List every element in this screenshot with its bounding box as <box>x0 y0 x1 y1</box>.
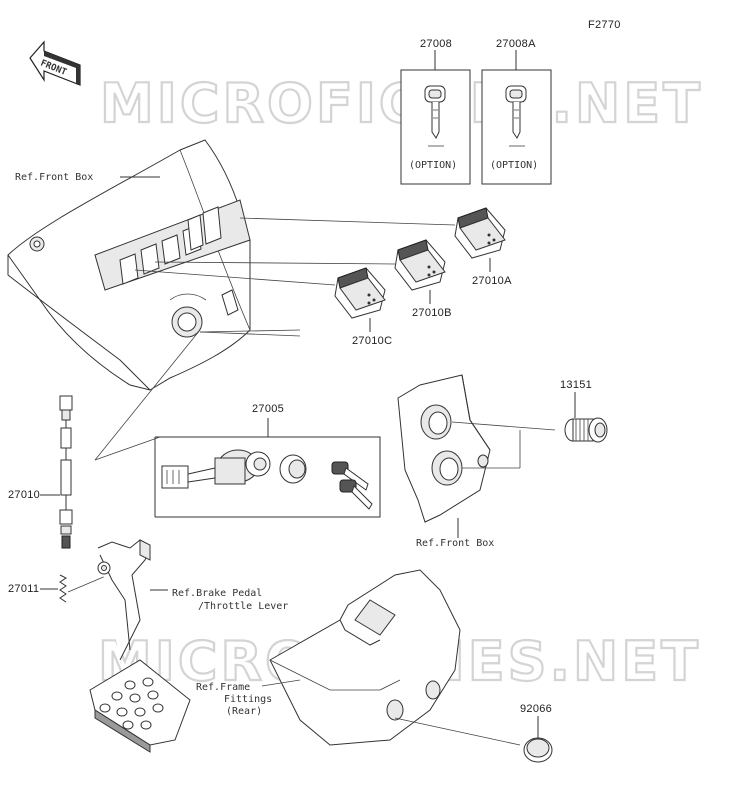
key-icon <box>331 461 373 510</box>
part-label-27008A: 27008A <box>496 38 536 50</box>
part-label-27010A: 27010A <box>472 275 512 287</box>
ref-frame-3: (Rear) <box>226 706 262 717</box>
switch-slots <box>119 206 222 285</box>
diagram-code: F2770 <box>588 19 621 31</box>
key-icon <box>505 85 527 139</box>
key-icon <box>424 85 446 139</box>
ignition-switch-kit-27005: 27005 <box>94 329 381 518</box>
part-label-27008: 27008 <box>420 38 452 50</box>
key-27008A-group: 27008A (OPTION) <box>481 38 552 185</box>
part-label-27010: 27010 <box>8 489 40 501</box>
front-box-right <box>397 374 556 523</box>
pedal-holes <box>99 677 164 730</box>
connector <box>161 465 189 489</box>
part-label-92066: 92066 <box>520 703 552 715</box>
key-27008-group: 27008 (OPTION) <box>400 38 471 185</box>
ref-front-box-top: Ref.Front Box <box>15 172 93 183</box>
part-label-27010C: 27010C <box>352 335 392 347</box>
spring-27011: 27011 <box>8 569 121 603</box>
front-arrow-icon: FRONT <box>29 40 81 86</box>
rocker-switch-27010B: 27010B <box>394 239 452 319</box>
part-label-13151: 13151 <box>560 379 592 391</box>
option-label-2: (OPTION) <box>490 160 538 171</box>
ref-frame-2: Fittings <box>224 694 272 705</box>
front-box-dashboard <box>7 139 251 391</box>
rear-frame-fittings <box>269 569 521 746</box>
power-socket-13151: 13151 <box>560 379 608 443</box>
ref-front-box-right: Ref.Front Box <box>416 538 494 549</box>
part-label-27011: 27011 <box>8 583 39 595</box>
part-label-27010B: 27010B <box>412 307 452 319</box>
harness-27010: 27010 <box>8 395 73 549</box>
watermark-top: MICROFICHES.NET <box>100 72 703 135</box>
plug-cap-92066: 92066 <box>520 703 553 763</box>
ref-brake-2: /Throttle Lever <box>198 601 288 612</box>
ref-frame-1: Ref.Frame <box>196 682 250 693</box>
part-label-27005: 27005 <box>252 403 284 415</box>
ref-brake-1: Ref.Brake Pedal <box>172 588 262 599</box>
brake-pedal <box>89 539 191 753</box>
rocker-switch-27010C: 27010C <box>334 267 392 347</box>
rocker-switch-27010A: 27010A <box>454 207 512 287</box>
option-label-1: (OPTION) <box>409 160 457 171</box>
